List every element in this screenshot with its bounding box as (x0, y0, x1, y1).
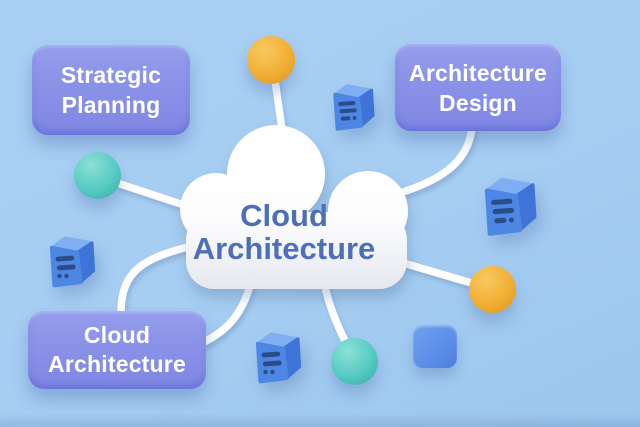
server-icon (484, 177, 537, 236)
center-node-line1: Cloud (240, 198, 328, 233)
node-strategic-planning: Strategic Planning (32, 45, 190, 135)
connector-architecture-design (382, 124, 476, 201)
node-architecture-design-line2: Design (439, 89, 517, 116)
server-icon (49, 236, 96, 288)
center-node-label: Cloud Architecture (164, 199, 404, 265)
node-architecture-design-line1: Architecture (409, 59, 547, 86)
connector-cloud-architecture-1 (117, 242, 196, 314)
node-strategic-planning-line1: Strategic (60, 62, 162, 88)
server-icon (333, 84, 375, 131)
orange-sphere-icon (469, 266, 516, 313)
rounded-square-icon (413, 325, 457, 368)
node-architecture-design: Architecture Design (395, 44, 561, 131)
connector-cloud-architecture-2 (200, 279, 255, 346)
teal-sphere-icon (331, 338, 378, 385)
server-icon (255, 332, 302, 384)
node-cloud-architecture-line2: Architecture (48, 351, 186, 377)
orange-sphere-icon (247, 36, 295, 84)
center-node-line2: Architecture (192, 231, 376, 266)
node-cloud-architecture-line1: Cloud (83, 322, 151, 348)
node-cloud-architecture: Cloud Architecture (28, 311, 206, 389)
cloud-shape (180, 125, 408, 289)
teal-sphere-icon (74, 152, 121, 199)
node-strategic-planning-line2: Planning (61, 92, 161, 118)
